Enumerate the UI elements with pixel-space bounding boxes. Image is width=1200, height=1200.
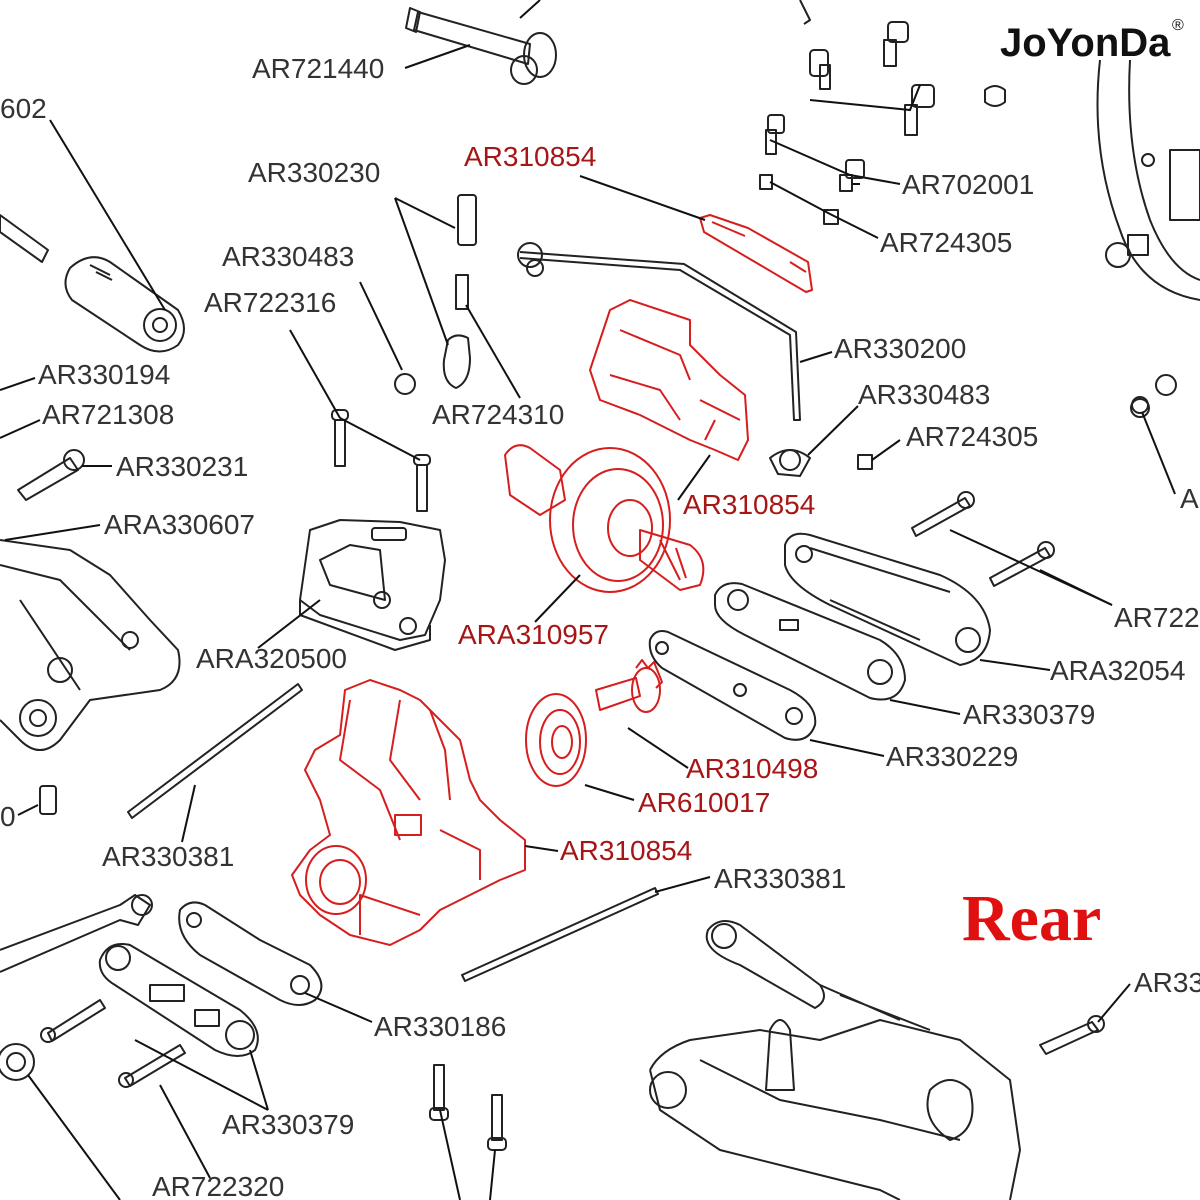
pins-right	[911, 491, 1055, 587]
label-ar330483-left: AR330483	[222, 241, 354, 272]
label-ar702001: AR702001	[902, 169, 1034, 200]
label-ar330381-left: AR330381	[102, 841, 234, 872]
label-ara330607: ARA330607	[104, 509, 255, 540]
label-ar610017: AR610017	[638, 787, 770, 818]
chassis-plate-right	[1096, 59, 1200, 414]
label-ar330379-bottom: AR330379	[222, 1109, 354, 1140]
plate-ar330229	[648, 630, 817, 741]
label-ar724305-top: AR724305	[880, 227, 1012, 258]
highlight-part-pinion	[595, 659, 663, 713]
plate-ar330186	[178, 901, 323, 1006]
label-ar330483-right: AR330483	[858, 379, 990, 410]
highlight-part-bracket-top	[699, 214, 813, 293]
label-ar722316: AR722316	[204, 287, 336, 318]
screws-bottom-center	[429, 1064, 507, 1151]
label-ara320500: ARA320500	[196, 643, 347, 674]
highlight-part-differential	[504, 444, 705, 593]
label-ar721440: AR721440	[252, 53, 384, 84]
rods	[39, 683, 659, 982]
label-ar722-right: AR722	[1114, 602, 1200, 633]
label-ar724310: AR724310	[432, 399, 564, 430]
rear-label: Rear	[962, 882, 1101, 955]
screw-ar33	[1039, 1015, 1105, 1055]
label-a-cut: A	[1180, 483, 1199, 514]
right-small-parts	[769, 398, 1150, 477]
anti-roll-bar	[517, 242, 801, 421]
label-ar330200: AR330200	[834, 333, 966, 364]
arm-mount-right-upper	[784, 532, 991, 666]
label-ara310957: ARA310957	[458, 619, 609, 650]
label-ar310498: AR310498	[686, 753, 818, 784]
screws-ar722316	[331, 409, 431, 512]
part-labels: AR721440 602 AR330230 AR310854 AR702001 …	[0, 53, 1200, 1200]
label-ar310854-top: AR310854	[464, 141, 596, 172]
arm-mount-right-lower	[714, 582, 906, 701]
label-ara32054-right: ARA32054	[1050, 655, 1185, 686]
label-ar330379-right: AR330379	[963, 699, 1095, 730]
label-ar721308: AR721308	[42, 399, 174, 430]
brand-reg-mark: ®	[1172, 17, 1184, 34]
label-ar724305-mid: AR724305	[906, 421, 1038, 452]
label-ar330194: AR330194	[38, 359, 170, 390]
highlight-part-gearbox	[291, 679, 526, 946]
mount-block-ara320500	[299, 519, 446, 651]
screws-bottom-left	[0, 999, 186, 1088]
brand-name: JoYonDa	[1000, 21, 1171, 65]
label-ar330229: AR330229	[886, 741, 1018, 772]
highlight-part-bearing	[525, 693, 587, 787]
pin-ar721440	[405, 7, 557, 85]
highlight-part-diff-cover	[589, 299, 749, 461]
arm-mount-ar330379-bottom	[98, 943, 259, 1057]
label-ar310854-bottom: AR310854	[560, 835, 692, 866]
ball-end-parts	[394, 194, 477, 395]
label-ar330186: AR330186	[374, 1011, 506, 1042]
label-ar33-right: AR33	[1134, 967, 1200, 998]
suspension-arm-lower-right	[649, 920, 1021, 1200]
label-ar330230: AR330230	[248, 157, 380, 188]
brand-logo: JoYonDa ®	[1000, 17, 1184, 65]
label-602: 602	[0, 93, 47, 124]
label-ar330231: AR330231	[116, 451, 248, 482]
label-ar310854-mid: AR310854	[683, 489, 815, 520]
rod-end-top-left	[0, 214, 185, 353]
drive-shaft-lower-left	[0, 894, 153, 973]
label-0-cut: 0	[0, 801, 16, 832]
screw-ar330231	[17, 449, 85, 501]
label-ar330381-right: AR330381	[714, 863, 846, 894]
suspension-arm-left	[0, 539, 181, 751]
label-ar722320: AR722320	[152, 1171, 284, 1200]
